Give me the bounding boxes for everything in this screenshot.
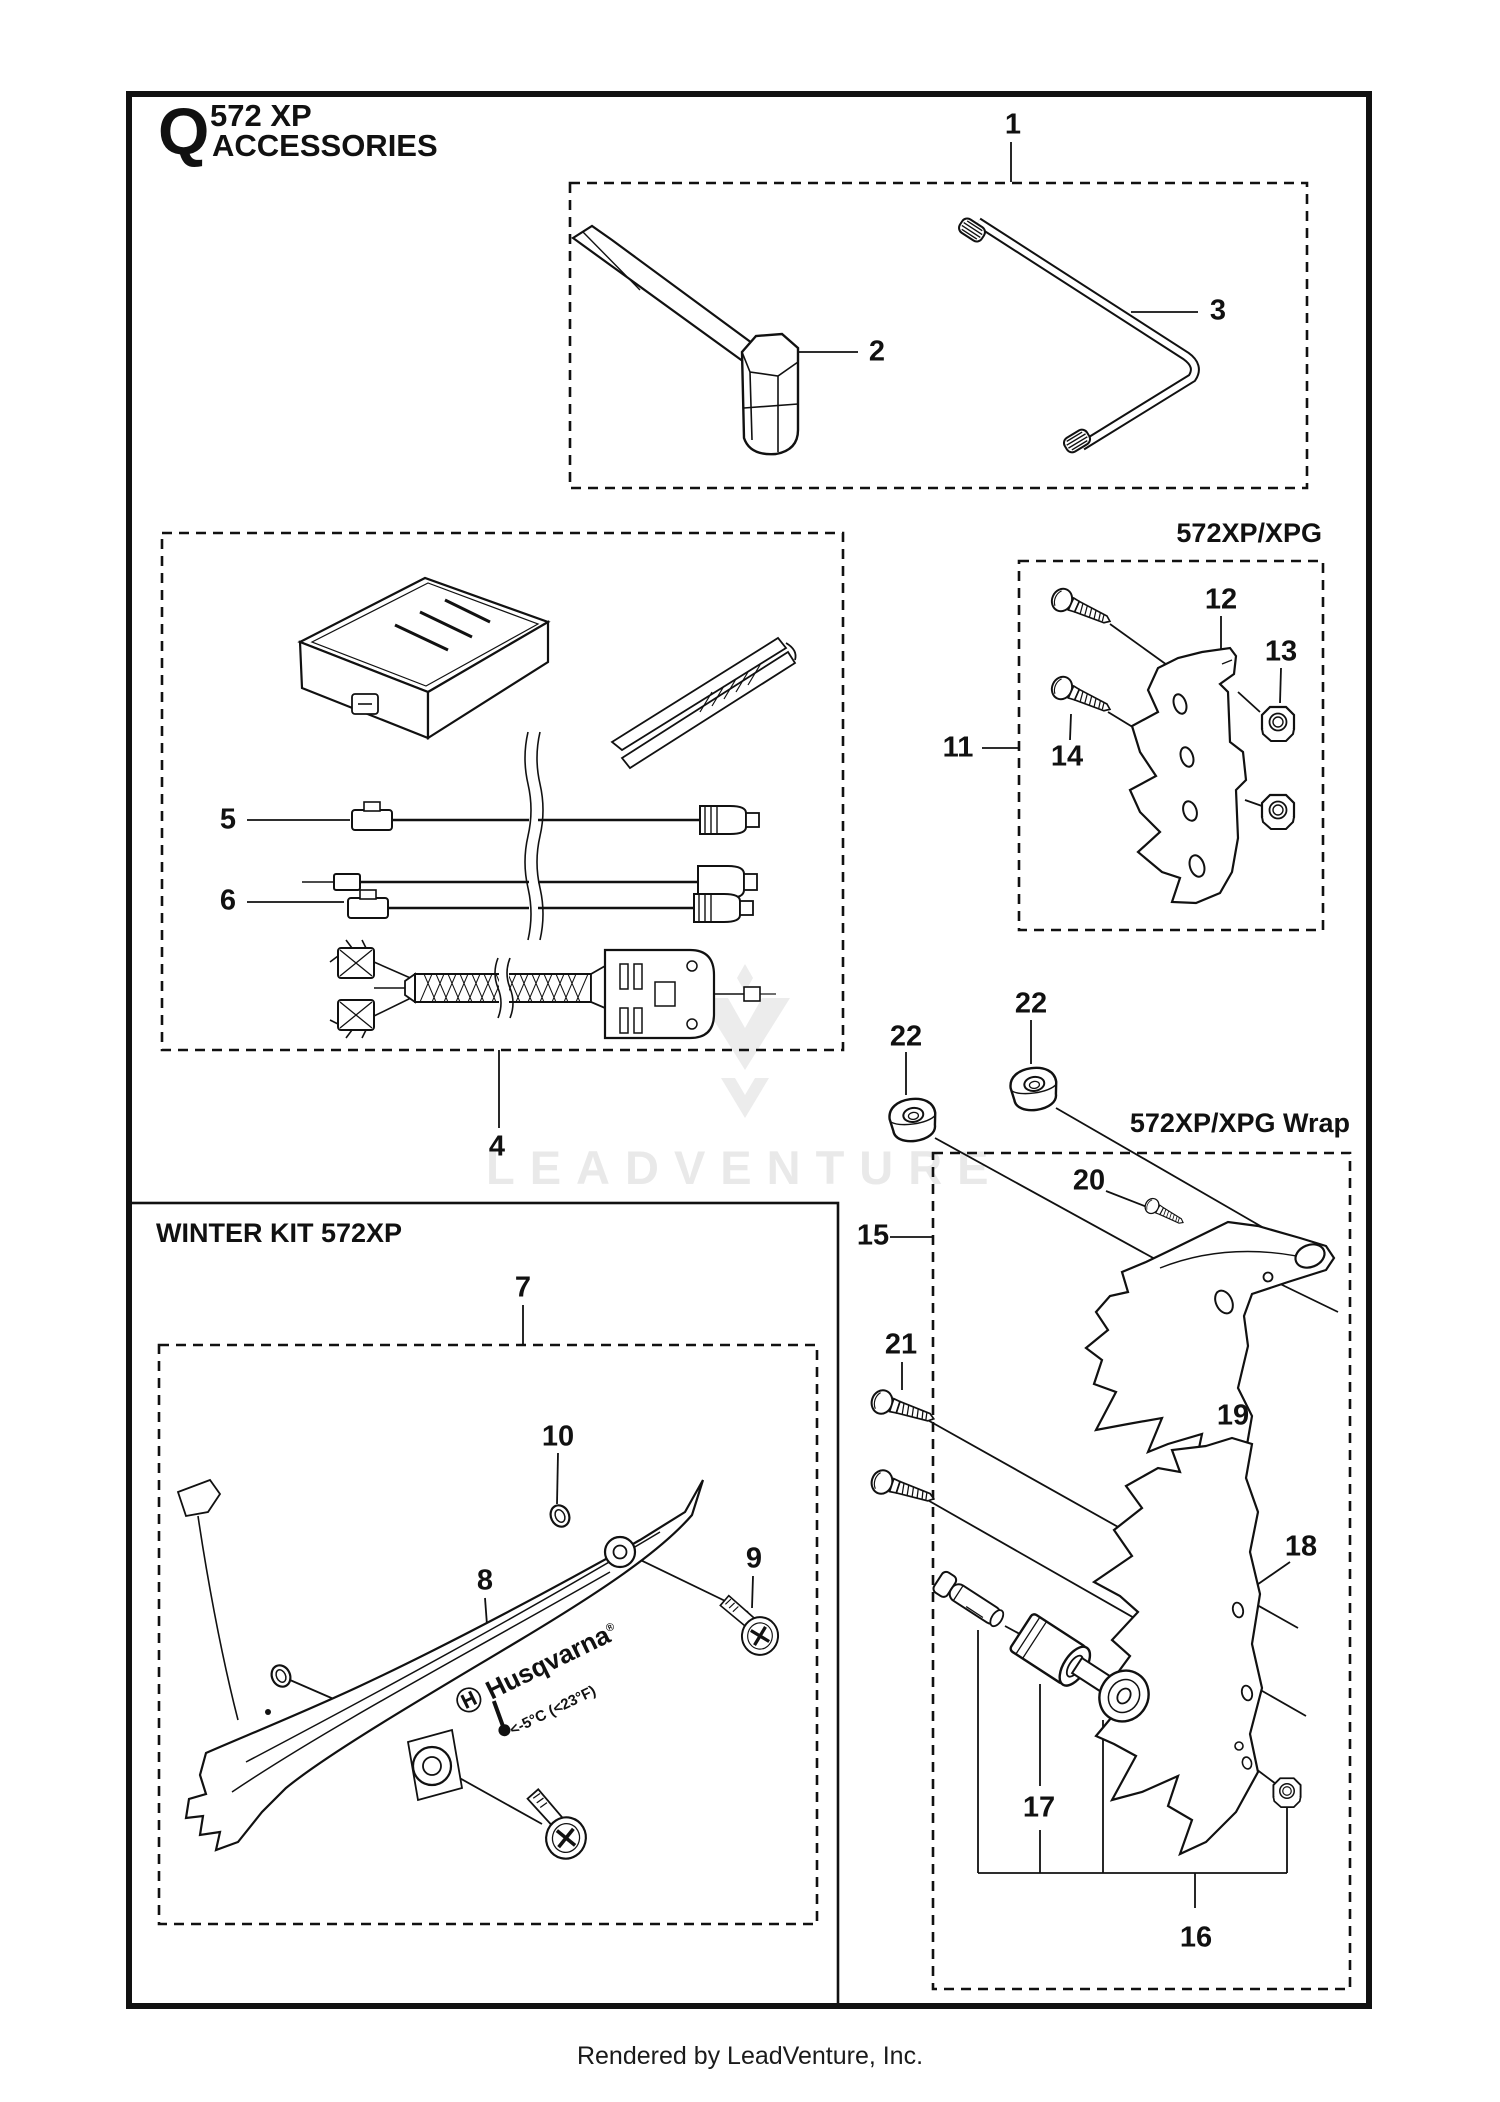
wrap-spike-lower-drawing xyxy=(1091,1436,1264,1857)
leadventure-logo-watermark-icon xyxy=(700,964,790,1118)
winter-box-title: WINTER KIT 572XP xyxy=(156,1218,403,1248)
part-callout-6[interactable]: 6 xyxy=(219,884,237,917)
winter-kit-box xyxy=(127,1201,840,2007)
winter-cover-drawing xyxy=(176,1478,705,1852)
header-model: 572 XP xyxy=(210,98,312,133)
wrap-box-title: 572XP/XPG Wrap xyxy=(1129,1108,1350,1138)
wrap-screw-20-icon xyxy=(1141,1195,1188,1230)
spike-nut-13-icon xyxy=(1260,705,1296,743)
winter-oring-left-icon xyxy=(267,1661,295,1691)
xpg-box-title: 572XP/XPG xyxy=(1176,518,1322,548)
rendered-by-footer: Rendered by LeadVenture, Inc. xyxy=(576,2042,924,2070)
carry-case-drawing xyxy=(297,576,551,740)
spike-spacer-17-icon xyxy=(1009,1613,1092,1687)
leadventure-watermark-text: LEADVENTURE xyxy=(486,1141,1004,1194)
part-callout-18[interactable]: 18 xyxy=(1284,1530,1318,1563)
spike-pin-17-icon xyxy=(932,1570,1005,1628)
part-callout-12[interactable]: 12 xyxy=(1204,583,1238,616)
part-callout-19[interactable]: 19 xyxy=(1216,1399,1250,1432)
wrap-screw-21a-icon xyxy=(867,1386,939,1432)
part-callout-7[interactable]: 7 xyxy=(514,1271,532,1304)
section-letter: Q xyxy=(158,94,210,168)
part-callout-17[interactable]: 17 xyxy=(1022,1791,1056,1824)
wrap-nut-lower-icon xyxy=(1272,1777,1302,1809)
part-callout-14[interactable]: 14 xyxy=(1050,740,1084,773)
winter-oring-10-icon xyxy=(546,1501,574,1531)
heating-cable-5-drawing xyxy=(351,801,760,835)
socket-wrench-drawing xyxy=(571,224,800,456)
part-callout-2[interactable]: 2 xyxy=(868,335,886,368)
wiring-harness-drawing xyxy=(329,939,776,1040)
xpg-bumper-spike-drawing xyxy=(1128,646,1248,905)
part-callout-5[interactable]: 5 xyxy=(219,803,237,836)
spike-screw-12-icon xyxy=(1047,584,1116,633)
collar-nut-22-right-icon xyxy=(1007,1063,1061,1115)
winter-kit-inner-box xyxy=(157,1343,819,1926)
part-callout-4[interactable]: 4 xyxy=(488,1130,506,1163)
wrap-screw-21b-icon xyxy=(867,1466,939,1512)
part-callout-1[interactable]: 1 xyxy=(1004,108,1022,141)
part-callout-9[interactable]: 9 xyxy=(745,1542,763,1575)
part-callout-22-left[interactable]: 22 xyxy=(889,1020,923,1053)
part-callout-13[interactable]: 13 xyxy=(1264,635,1298,668)
spike-screw-14-icon xyxy=(1047,672,1116,721)
part-callout-3[interactable]: 3 xyxy=(1209,294,1227,327)
heating-kit-box xyxy=(160,531,845,1052)
part-callout-16[interactable]: 16 xyxy=(1179,1921,1213,1954)
heating-cable-6-drawing xyxy=(347,889,754,923)
part-callout-21[interactable]: 21 xyxy=(884,1328,918,1361)
collar-nut-22-left-icon xyxy=(886,1094,940,1146)
tool-kit-box xyxy=(568,181,1309,490)
part-callout-15[interactable]: 15 xyxy=(856,1219,890,1252)
wrap-spike-box xyxy=(931,1151,1352,1991)
header-title: ACCESSORIES xyxy=(212,128,438,163)
part-callout-22-right[interactable]: 22 xyxy=(1014,987,1048,1020)
tweezers-drawing xyxy=(610,636,797,770)
cable-break-marks xyxy=(494,731,544,1019)
winter-screw-9-icon xyxy=(713,1593,784,1659)
torx-key-drawing xyxy=(955,215,1200,456)
spike-nut-lower-icon xyxy=(1260,793,1296,831)
part-callout-20[interactable]: 20 xyxy=(1072,1164,1106,1197)
part-callout-10[interactable]: 10 xyxy=(541,1420,575,1453)
xpg-spike-box xyxy=(1017,559,1325,932)
part-callout-11[interactable]: 11 xyxy=(942,731,974,764)
part-callout-8[interactable]: 8 xyxy=(476,1564,494,1597)
winter-screw-lower-icon xyxy=(513,1785,597,1865)
spike-bolt-17-icon xyxy=(1070,1656,1150,1723)
